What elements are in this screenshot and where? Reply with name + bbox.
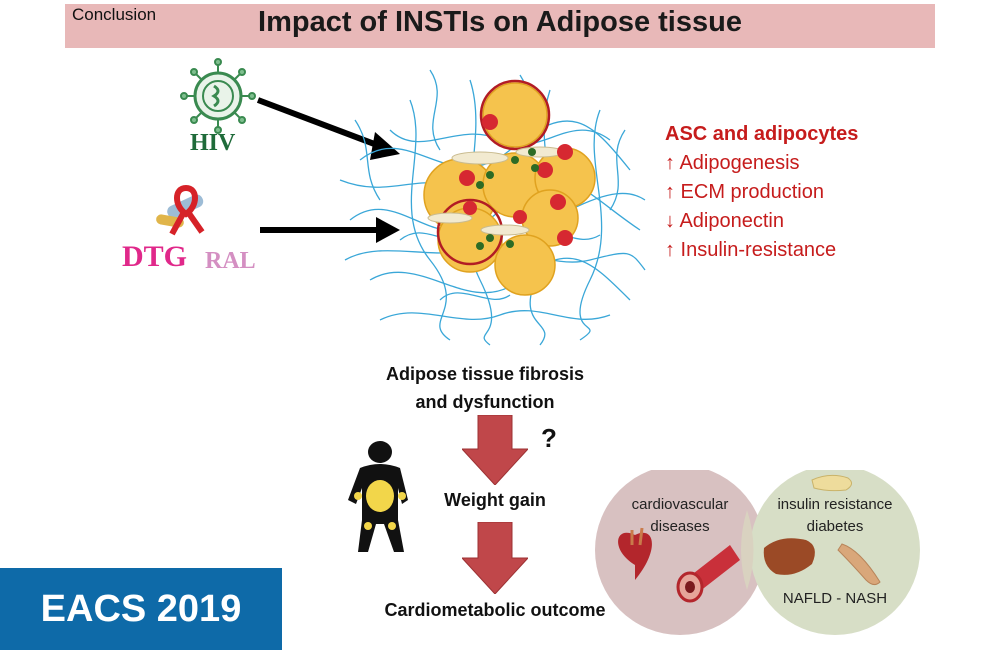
effects-heading: ASC and adipocytes bbox=[665, 123, 859, 145]
title-bar bbox=[65, 4, 935, 48]
down-arrow-1 bbox=[462, 415, 528, 485]
dtg-label: DTG bbox=[122, 240, 188, 273]
insulin-line2: diabetes bbox=[806, 518, 864, 535]
question-mark: ? bbox=[541, 423, 557, 453]
cardiovascular-label: cardiovascular diseases bbox=[610, 494, 750, 538]
person-silhouette-icon bbox=[348, 441, 408, 552]
effect-item: ↑ Insulin-resistance bbox=[665, 239, 837, 261]
liver-icon bbox=[763, 538, 815, 575]
weight-gain-label: Weight gain bbox=[444, 490, 546, 510]
adipose-tissue-illustration bbox=[339, 69, 646, 346]
section-label: Conclusion bbox=[72, 5, 157, 24]
effects-list: ASC and adipocytes ↑ Adipogenesis ↑ ECM … bbox=[665, 120, 858, 265]
cardio-line2: diseases bbox=[650, 518, 710, 535]
fibrosis-line2: and dysfunction bbox=[415, 392, 555, 412]
pancreas-icon bbox=[811, 474, 852, 492]
cardio-line1: cardiovascular bbox=[631, 496, 729, 513]
hiv-label: HIV bbox=[190, 130, 236, 156]
ribbon-pills-icon bbox=[156, 184, 205, 236]
effect-item: ↑ Adipogenesis bbox=[665, 152, 800, 174]
ral-label: RAL bbox=[205, 248, 256, 274]
fibrosis-label: Adipose tissue fibrosis and dysfunction bbox=[370, 360, 600, 416]
effect-item: ↓ Adiponectin bbox=[665, 210, 784, 232]
eacs-badge-text: EACS 2019 bbox=[40, 588, 242, 630]
muscle-icon bbox=[837, 543, 881, 586]
eacs-badge bbox=[0, 568, 282, 650]
nafld-nash-label: NAFLD - NASH bbox=[782, 590, 888, 607]
outcome-circles bbox=[595, 470, 920, 635]
insulin-resistance-label: insulin resistance diabetes bbox=[760, 494, 910, 538]
artery-icon bbox=[676, 545, 740, 603]
heart-icon bbox=[618, 527, 652, 580]
effect-item: ↑ ECM production bbox=[665, 181, 824, 203]
hiv-virus-icon bbox=[180, 58, 256, 134]
insulin-line1: insulin resistance bbox=[777, 496, 893, 513]
down-arrow-2 bbox=[462, 522, 528, 594]
page-title: Impact of INSTIs on Adipose tissue bbox=[258, 6, 742, 38]
cardiometabolic-label: Cardiometabolic outcome bbox=[384, 600, 606, 620]
fibrosis-line1: Adipose tissue fibrosis bbox=[385, 364, 585, 384]
